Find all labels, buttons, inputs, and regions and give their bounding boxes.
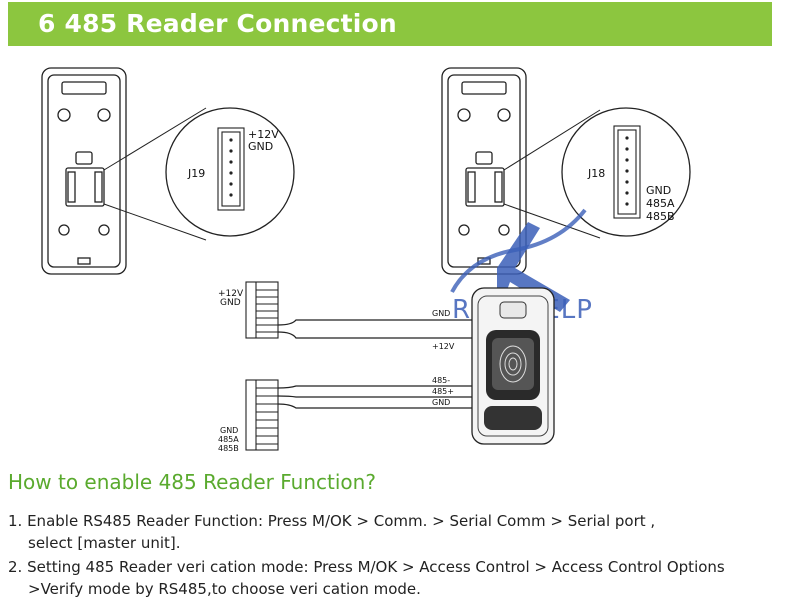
instruction-step-1: 1. Enable RS485 Reader Function: Press M… <box>8 510 655 554</box>
wire-label-gnd-bottom: GND <box>432 398 450 407</box>
step-1-line-1: 1. Enable RS485 Reader Function: Press M… <box>8 512 656 530</box>
wire-label-12v: +12V <box>432 342 455 351</box>
top-cable-label-gnd: GND <box>220 298 241 308</box>
fingerprint-icon <box>499 345 527 383</box>
step-2-line-2: >Verify mode by RS485,to choose veri cat… <box>28 580 421 598</box>
bottom-cable-wires <box>277 385 480 409</box>
wire-label-485plus: 485+ <box>432 387 454 396</box>
top-cable-connector <box>245 281 279 339</box>
j18-pin-gnd: GND <box>646 184 671 197</box>
step-2-line-1: 2. Setting 485 Reader veri cation mode: … <box>8 558 725 576</box>
page-title: 6 485 Reader Connection <box>38 9 397 38</box>
bottom-cable-connector <box>245 379 279 451</box>
right-zoom-lines <box>503 109 601 239</box>
top-cable-label-12v: +12V <box>218 289 244 299</box>
j19-connector <box>217 127 245 211</box>
bottom-cable-label-gnd: GND <box>220 426 238 435</box>
j18-connector <box>613 125 641 219</box>
header-bar: 6 485 Reader Connection <box>8 2 772 46</box>
left-zoom-lines <box>103 107 207 241</box>
step-1-line-2: select [master unit]. <box>28 534 181 552</box>
right-device <box>441 67 527 275</box>
instructions-heading: How to enable 485 Reader Function? <box>8 470 376 494</box>
j18-pin-485b: 485B <box>646 210 675 223</box>
j19-pin-12v: +12V <box>248 128 279 141</box>
wire-label-485minus: 485- <box>432 376 450 385</box>
top-cable-wires <box>277 319 480 339</box>
left-device <box>41 67 127 275</box>
j18-pin-485a: 485A <box>646 197 675 210</box>
instruction-step-2: 2. Setting 485 Reader veri cation mode: … <box>8 556 725 600</box>
bottom-cable-label-485a: 485A <box>218 435 239 444</box>
fingerprint-reader <box>471 287 555 445</box>
j19-pin-gnd: GND <box>248 140 273 153</box>
j19-label: J19 <box>187 167 205 180</box>
bottom-cable-label-485b: 485B <box>218 444 239 453</box>
wire-label-gnd-top: GND <box>432 309 450 318</box>
j18-label: J18 <box>587 167 605 180</box>
